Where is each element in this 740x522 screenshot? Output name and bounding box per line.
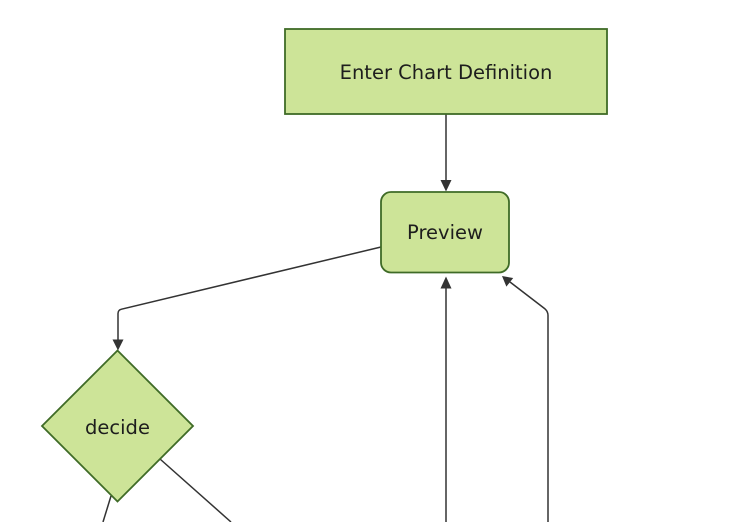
edge-enter-to-preview — [440, 114, 452, 192]
arrowhead-down-icon — [112, 339, 124, 351]
arrowhead-down-icon — [440, 180, 452, 192]
rectangle-shape — [284, 28, 608, 115]
edge-line — [159, 458, 232, 522]
edge-preview-to-decide — [112, 246, 382, 351]
node-preview: Preview — [380, 191, 510, 274]
arrowhead-up-icon — [440, 276, 452, 289]
node-label: Enter Chart Definition — [340, 61, 553, 84]
edge-decide-to-offscreen-left — [102, 495, 112, 522]
node-enter-chart-definition: Enter Chart Definition — [284, 28, 608, 115]
node-label: Preview — [407, 221, 483, 244]
diamond-shape — [40, 349, 195, 503]
arrowhead-up-left-icon — [502, 276, 514, 287]
edge-offscreen-to-preview-bent — [502, 276, 549, 522]
edge-decide-to-offscreen-right — [159, 458, 232, 522]
node-decide: decide — [40, 349, 195, 503]
rounded-rectangle-shape — [380, 191, 510, 274]
edge-line — [102, 495, 112, 522]
edge-line — [117, 246, 382, 343]
edge-line — [509, 281, 549, 522]
edge-offscreen-to-preview-vertical — [440, 276, 452, 522]
node-label: decide — [85, 416, 150, 439]
